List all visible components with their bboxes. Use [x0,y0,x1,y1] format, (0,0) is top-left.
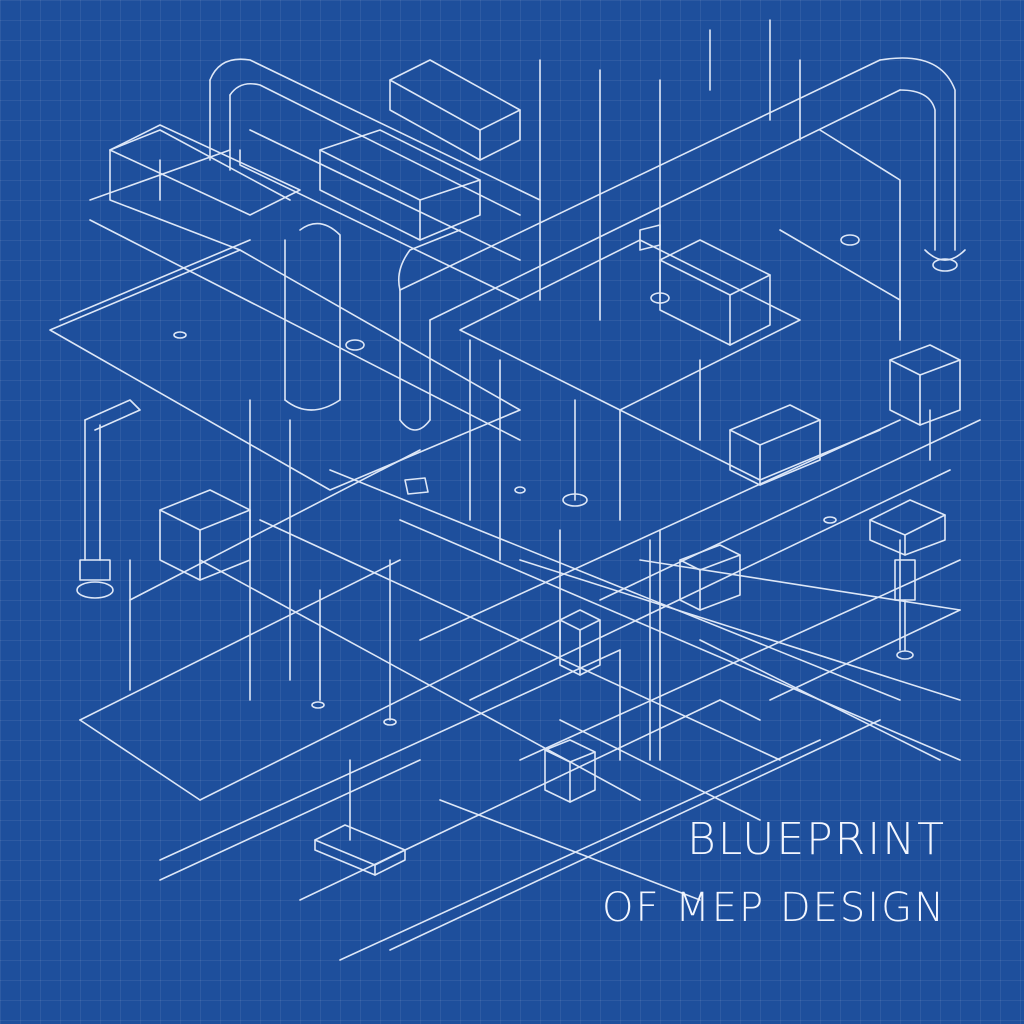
equipment-box-top-center [390,60,520,160]
title-line-1: BLUEPRINT [686,814,946,865]
equipment-box-top-left [110,125,480,240]
equipment-box-right [870,500,945,600]
title-block: BLUEPRINT OF MEP DESIGN [601,814,946,931]
ceiling-fixtures [174,225,957,725]
equipment-box-left [160,490,250,580]
upper-left-platform [50,130,520,490]
ahu-box-right [660,240,770,345]
valve-box-lower [545,740,595,802]
title-line-2: OF MEP DESIGN [601,885,946,931]
upper-right-platform [460,130,900,560]
pump-box-mid-right [730,405,820,485]
equipment-box-mid [680,545,740,610]
left-vertical-pipe [77,400,140,598]
floor-pipe-network [80,420,980,960]
upper-left-duct [210,59,540,300]
main-air-duct [285,58,965,430]
floor-box-bottom [315,825,405,875]
valve-box-center [560,610,600,675]
fan-coil-box-far-right [890,345,960,425]
vertical-risers [250,20,930,840]
